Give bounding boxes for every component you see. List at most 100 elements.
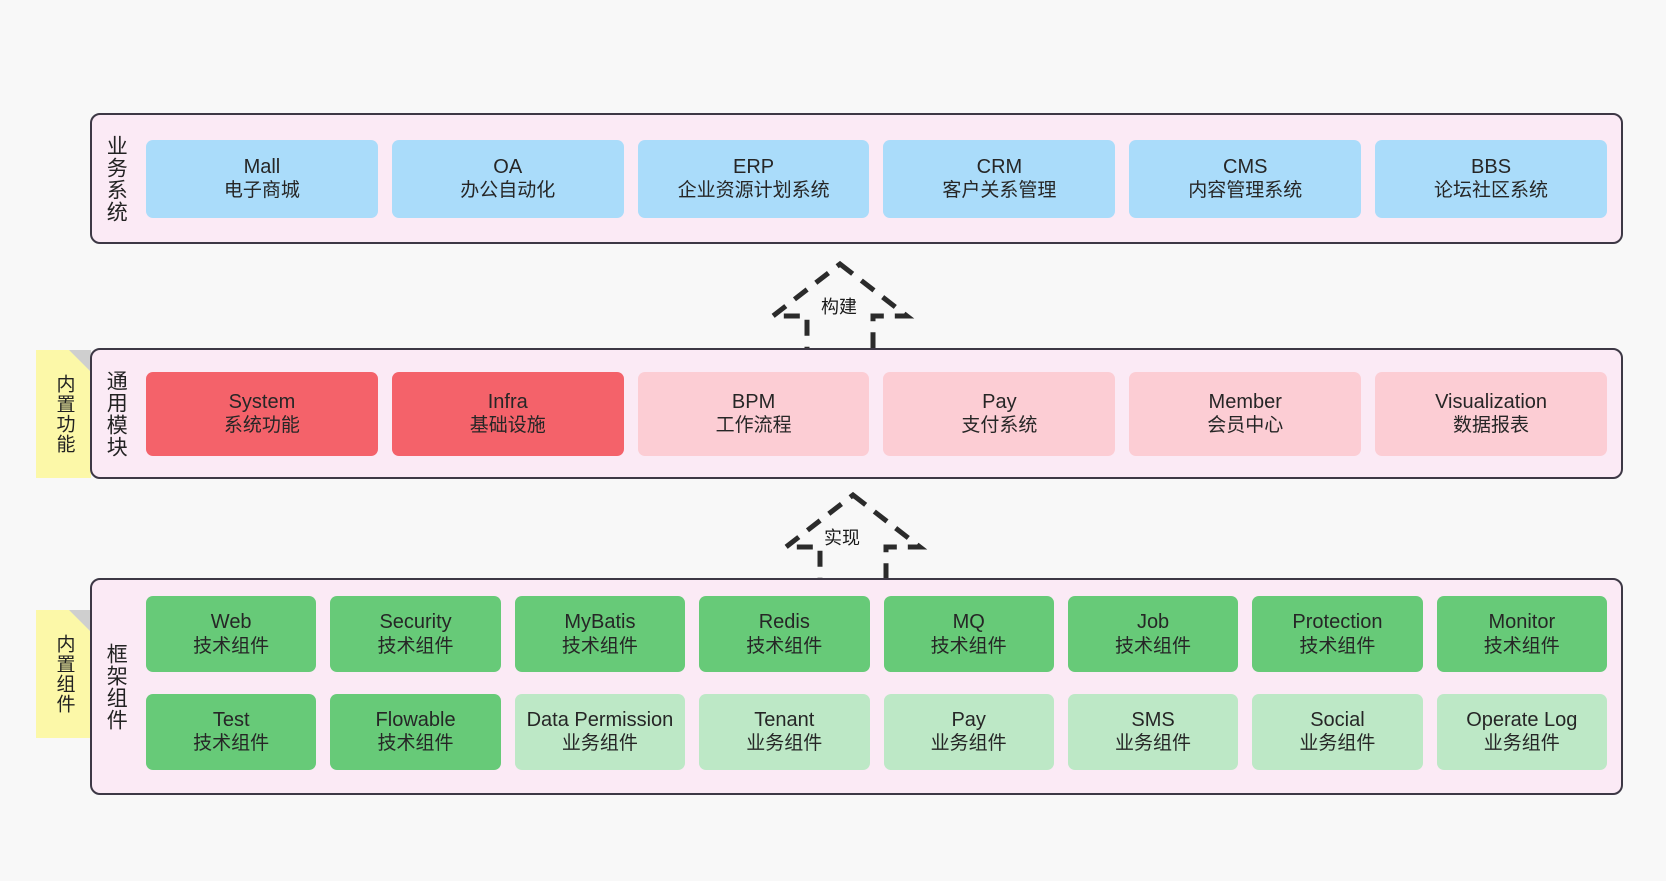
card-monitor[interactable]: Monitor 技术组件 bbox=[1436, 596, 1607, 672]
card-tenant[interactable]: Tenant 业务组件 bbox=[699, 693, 870, 770]
card-mq-cn: 技术组件 bbox=[930, 635, 1007, 657]
card-data-permission-cn: 业务组件 bbox=[561, 733, 638, 755]
card-operate-log-en: Operate Log bbox=[1466, 708, 1578, 731]
card-bbs-en: BBS bbox=[1471, 155, 1512, 178]
card-social[interactable]: Social 业务组件 bbox=[1252, 693, 1423, 770]
card-data-permission[interactable]: Data Permission 业务组件 bbox=[514, 693, 686, 770]
layer-body-framework: Web 技术组件 Security 技术组件 MyBatis 技术组件 Redi… bbox=[138, 580, 1621, 793]
card-pay-module-cn: 支付系统 bbox=[961, 415, 1038, 437]
card-cms-en: CMS bbox=[1223, 155, 1268, 178]
card-web[interactable]: Web 技术组件 bbox=[146, 596, 317, 672]
card-mall-cn: 电子商城 bbox=[223, 180, 300, 202]
layer-business-systems: 业务系统 Mall 电子商城 OA 办公自动化 ERP 企业资源计划系统 CRM… bbox=[90, 113, 1623, 244]
card-tenant-cn: 业务组件 bbox=[746, 733, 823, 755]
card-oa[interactable]: OA 办公自动化 bbox=[391, 139, 624, 218]
framework-row-1: Web 技术组件 Security 技术组件 MyBatis 技术组件 Redi… bbox=[146, 596, 1607, 680]
card-member[interactable]: Member 会员中心 bbox=[1129, 371, 1362, 456]
card-oa-en: OA bbox=[493, 155, 523, 178]
layer-body-business: Mall 电子商城 OA 办公自动化 ERP 企业资源计划系统 CRM 客户关系… bbox=[138, 115, 1621, 242]
card-visualization-en: Visualization bbox=[1435, 390, 1548, 413]
card-pay-component[interactable]: Pay 业务组件 bbox=[883, 693, 1054, 770]
card-protection-cn: 技术组件 bbox=[1299, 635, 1376, 657]
card-crm-en: CRM bbox=[976, 155, 1023, 178]
note-fold-corner-icon bbox=[69, 610, 91, 632]
layer-framework-components: 框架组件 Web 技术组件 Security 技术组件 MyBatis 技术组件… bbox=[90, 578, 1623, 795]
card-cms-cn: 内容管理系统 bbox=[1188, 180, 1303, 202]
card-protection[interactable]: Protection 技术组件 bbox=[1252, 596, 1423, 672]
card-oa-cn: 办公自动化 bbox=[460, 180, 556, 202]
note-builtin-function: 内置功能 bbox=[36, 350, 91, 478]
card-system-en: System bbox=[228, 390, 296, 413]
card-monitor-en: Monitor bbox=[1488, 611, 1556, 634]
connector-build-label: 构建 bbox=[821, 297, 857, 317]
card-mybatis[interactable]: MyBatis 技术组件 bbox=[514, 596, 686, 672]
card-redis-en: Redis bbox=[758, 611, 810, 634]
card-mybatis-cn: 技术组件 bbox=[561, 635, 638, 657]
card-sms-en: SMS bbox=[1131, 708, 1175, 731]
card-visualization[interactable]: Visualization 数据报表 bbox=[1375, 371, 1607, 456]
card-web-en: Web bbox=[210, 611, 252, 634]
card-infra-en: Infra bbox=[487, 390, 528, 413]
layer-title-business: 业务系统 bbox=[104, 134, 128, 223]
card-pay-component-cn: 业务组件 bbox=[930, 733, 1007, 755]
card-erp-en: ERP bbox=[733, 155, 775, 178]
note-builtin-function-text: 内置功能 bbox=[53, 374, 75, 454]
card-sms-cn: 业务组件 bbox=[1115, 733, 1192, 755]
card-data-permission-en: Data Permission bbox=[526, 708, 674, 731]
card-mall[interactable]: Mall 电子商城 bbox=[146, 139, 378, 218]
layer-body-modules: System 系统功能 Infra 基础设施 BPM 工作流程 Pay 支付系统… bbox=[138, 350, 1621, 477]
card-operate-log[interactable]: Operate Log 业务组件 bbox=[1436, 693, 1607, 770]
note-builtin-component-text: 内置组件 bbox=[53, 634, 75, 714]
card-flowable-cn: 技术组件 bbox=[377, 733, 454, 755]
connector-implement-label: 实现 bbox=[824, 528, 860, 548]
card-erp[interactable]: ERP 企业资源计划系统 bbox=[637, 139, 870, 218]
card-mq[interactable]: MQ 技术组件 bbox=[883, 596, 1054, 672]
card-sms[interactable]: SMS 业务组件 bbox=[1067, 693, 1239, 770]
card-bpm-en: BPM bbox=[731, 390, 776, 413]
card-bbs[interactable]: BBS 论坛社区系统 bbox=[1375, 139, 1607, 218]
card-monitor-cn: 技术组件 bbox=[1483, 635, 1560, 657]
note-fold-corner-icon bbox=[69, 350, 91, 372]
card-bbs-cn: 论坛社区系统 bbox=[1434, 180, 1549, 202]
card-system[interactable]: System 系统功能 bbox=[146, 371, 378, 456]
card-security[interactable]: Security 技术组件 bbox=[330, 596, 501, 672]
card-mybatis-en: MyBatis bbox=[564, 611, 636, 634]
card-operate-log-cn: 业务组件 bbox=[1483, 733, 1560, 755]
card-redis[interactable]: Redis 技术组件 bbox=[699, 596, 870, 672]
card-mq-en: MQ bbox=[952, 611, 985, 634]
card-member-cn: 会员中心 bbox=[1207, 415, 1284, 437]
card-flowable[interactable]: Flowable 技术组件 bbox=[330, 693, 501, 770]
card-social-cn: 业务组件 bbox=[1299, 733, 1376, 755]
card-test-en: Test bbox=[212, 708, 250, 731]
card-pay-module[interactable]: Pay 支付系统 bbox=[883, 371, 1116, 456]
card-bpm[interactable]: BPM 工作流程 bbox=[637, 371, 870, 456]
card-crm-cn: 客户关系管理 bbox=[942, 180, 1057, 202]
card-redis-cn: 技术组件 bbox=[746, 635, 823, 657]
card-mall-en: Mall bbox=[243, 155, 281, 178]
card-job-en: Job bbox=[1136, 611, 1170, 634]
card-bpm-cn: 工作流程 bbox=[715, 415, 792, 437]
card-member-en: Member bbox=[1208, 390, 1282, 413]
layer-title-framework: 框架组件 bbox=[104, 642, 128, 731]
card-flowable-en: Flowable bbox=[375, 708, 456, 731]
layer-common-modules: 通用模块 System 系统功能 Infra 基础设施 BPM 工作流程 Pay… bbox=[90, 348, 1623, 479]
card-visualization-cn: 数据报表 bbox=[1453, 415, 1530, 437]
card-job[interactable]: Job 技术组件 bbox=[1067, 596, 1239, 672]
card-web-cn: 技术组件 bbox=[193, 635, 270, 657]
card-infra-cn: 基础设施 bbox=[469, 415, 546, 437]
card-tenant-en: Tenant bbox=[754, 708, 815, 731]
note-builtin-component: 内置组件 bbox=[36, 610, 91, 738]
card-pay-module-en: Pay bbox=[982, 390, 1017, 413]
card-system-cn: 系统功能 bbox=[223, 415, 300, 437]
card-cms[interactable]: CMS 内容管理系统 bbox=[1129, 139, 1362, 218]
card-test[interactable]: Test 技术组件 bbox=[146, 693, 317, 770]
framework-row-2: Test 技术组件 Flowable 技术组件 Data Permission … bbox=[146, 693, 1607, 778]
card-infra[interactable]: Infra 基础设施 bbox=[391, 371, 624, 456]
card-security-cn: 技术组件 bbox=[377, 635, 454, 657]
card-crm[interactable]: CRM 客户关系管理 bbox=[883, 139, 1116, 218]
card-security-en: Security bbox=[379, 611, 452, 634]
card-social-en: Social bbox=[1310, 708, 1365, 731]
layer-title-modules: 通用模块 bbox=[104, 369, 128, 458]
card-protection-en: Protection bbox=[1292, 611, 1383, 634]
